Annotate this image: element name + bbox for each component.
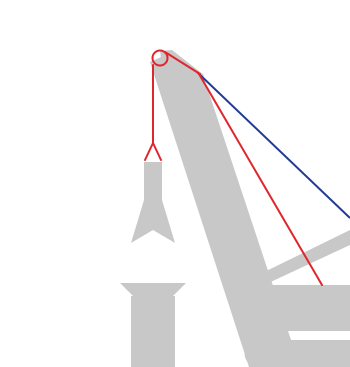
gantry-strut xyxy=(252,230,350,286)
boom-tip xyxy=(160,50,204,86)
crane-body xyxy=(250,285,350,331)
head-sheave xyxy=(151,49,169,67)
load-column-point xyxy=(131,200,175,243)
pendant-line xyxy=(196,71,350,219)
base-column-shaft xyxy=(131,296,175,367)
load-column-top xyxy=(144,162,162,202)
rigging-slings xyxy=(144,142,162,161)
base-column-cap xyxy=(120,283,186,296)
crawler-track xyxy=(244,340,350,367)
hoist-line-boom xyxy=(164,51,201,75)
hoist-line-lower xyxy=(198,73,323,286)
